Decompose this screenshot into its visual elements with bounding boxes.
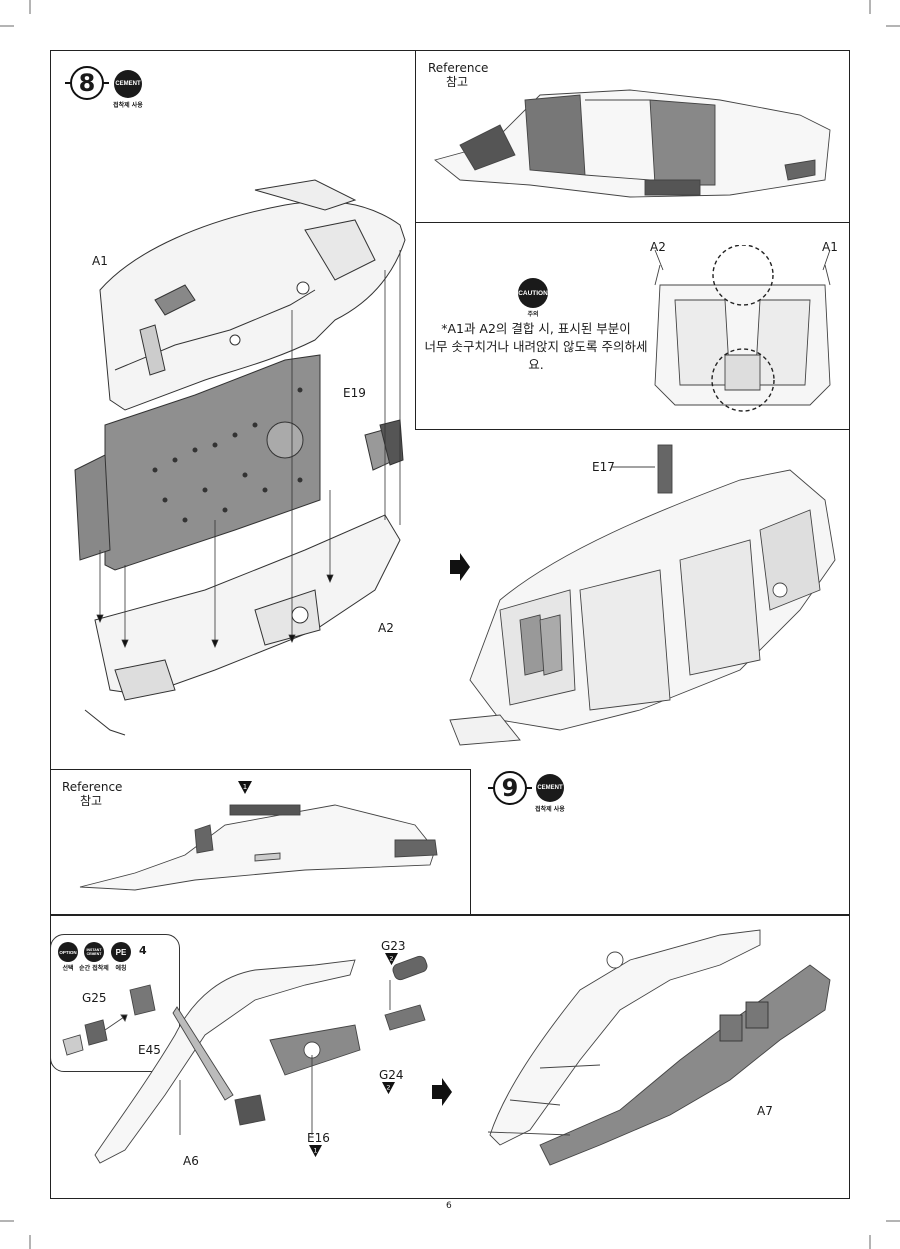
- part-label-a7: A7: [757, 1104, 773, 1118]
- step-9-number: 9: [488, 771, 532, 805]
- caution-label-a1: A1: [822, 240, 838, 254]
- part-label-e19: E19: [343, 386, 366, 400]
- reference-lower-fuselage-drawing: [79, 804, 438, 891]
- reference-title-en: Reference: [428, 61, 489, 75]
- option-caption: 선택: [62, 965, 74, 972]
- reference-title-ko: 참고: [445, 75, 469, 89]
- option-icon: OPTION: [58, 942, 78, 962]
- part-label-a1: A1: [92, 254, 108, 268]
- g24-badge-text: 2: [386, 1083, 390, 1091]
- cement-caption: 접착제 사용: [113, 102, 143, 109]
- step-8-number: 8: [65, 66, 109, 100]
- part-label-g25: G25: [82, 991, 107, 1005]
- caution-fuselage-section-drawing: [654, 245, 831, 412]
- caution-icon: CAUTION: [518, 278, 548, 308]
- caution-note-line1: *A1과 A2의 결합 시, 표시된 부분이: [441, 321, 631, 336]
- part-label-a2: A2: [378, 621, 394, 635]
- part-label-e16: E16: [307, 1131, 330, 1145]
- step8-fuselage-exploded-drawing: [74, 179, 406, 736]
- side-panel-drawing: [74, 354, 321, 571]
- pe-icon: PE: [111, 942, 131, 962]
- reference-badge-1: 1: [238, 781, 252, 794]
- g23-badge-text: 2: [389, 954, 393, 962]
- page-number: 6: [446, 1201, 452, 1211]
- cement-icon-step9: CEMENT: [536, 774, 564, 802]
- reference-title-top: Reference 참고: [428, 61, 489, 89]
- reference-badge-text: 1: [243, 783, 247, 791]
- pe-count: 4: [139, 944, 147, 957]
- part-label-a6: A6: [183, 1154, 199, 1168]
- reference-title-bottom: Reference 참고: [62, 780, 123, 808]
- instant-cement-caption: 순간 접착제: [79, 965, 109, 972]
- part-label-e45: E45: [138, 1043, 161, 1057]
- cement-icon: CEMENT: [114, 70, 142, 98]
- cement-caption-step9: 접착제 사용: [535, 806, 565, 813]
- part-a2-drawing: [84, 514, 401, 736]
- reference2-title-en: Reference: [62, 780, 123, 794]
- part-label-g23: G23: [381, 939, 406, 953]
- part-a1-drawing: [99, 179, 406, 411]
- result-arrow-step9: [432, 1078, 452, 1106]
- step9-exploded-drawing: [62, 955, 428, 1164]
- part-label-g24: G24: [379, 1068, 404, 1082]
- reference2-title-ko: 참고: [79, 794, 103, 808]
- result-arrow: [450, 553, 470, 581]
- caution-note: *A1과 A2의 결합 시, 표시된 부분이 너무 솟구치거나 내려앉지 않도록…: [420, 320, 652, 374]
- e16-badge-text: 1: [313, 1146, 317, 1154]
- e16-badge: 1: [309, 1145, 322, 1158]
- pe-caption: 에칭: [115, 965, 127, 972]
- g24-badge: 2: [382, 1082, 395, 1095]
- part-e19-drawing: [364, 419, 404, 471]
- reference-cabin-drawing: [434, 89, 831, 198]
- caution-caption: 주의: [527, 311, 539, 318]
- g23-badge: 2: [385, 953, 398, 966]
- caution-label-a2: A2: [650, 240, 666, 254]
- caution-panel: [415, 222, 850, 430]
- instant-cement-icon: INSTANT CEMENT: [84, 942, 104, 962]
- step9-result-drawing: [432, 929, 831, 1166]
- step9-divider: [50, 914, 850, 916]
- step8-result-drawing: [449, 444, 836, 746]
- part-label-e17: E17: [592, 460, 615, 474]
- caution-note-line2: 너무 솟구치거나 내려앉지 않도록 주의하세요.: [424, 339, 648, 372]
